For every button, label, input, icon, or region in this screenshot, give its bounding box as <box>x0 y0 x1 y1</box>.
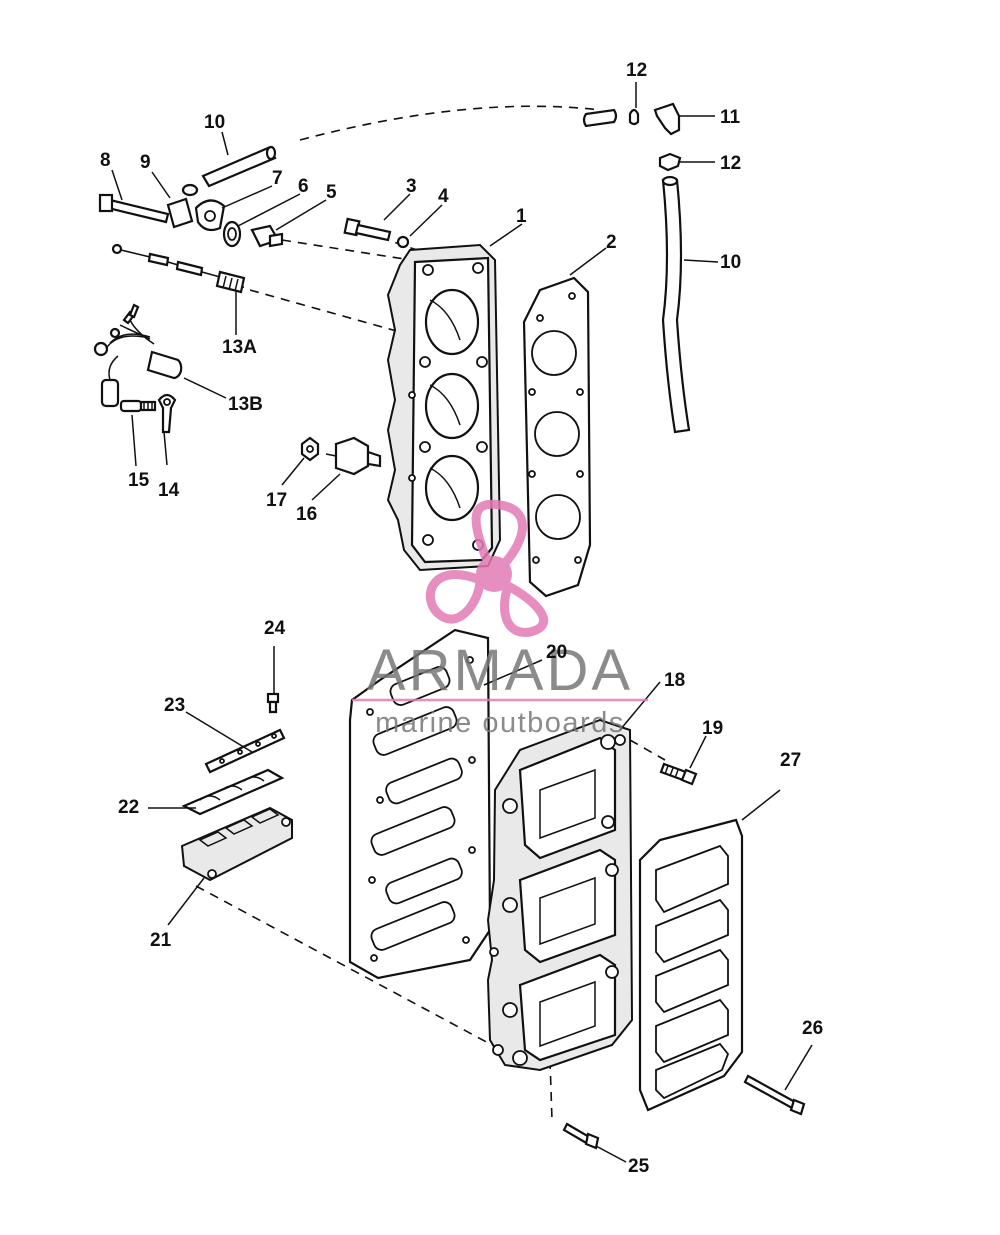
callout-6: 6 <box>298 176 309 197</box>
callout-16: 16 <box>296 504 317 525</box>
gasket-27 <box>638 818 744 1112</box>
fitting-assembly-left <box>98 183 284 248</box>
cylinder-head-1 <box>386 243 502 572</box>
hose-10-right-fittings <box>582 102 691 434</box>
callout-26: 26 <box>802 1018 823 1039</box>
callout-9: 9 <box>140 152 151 173</box>
callout-4: 4 <box>438 186 449 207</box>
bolt-19 <box>659 762 698 786</box>
reed-block-assembly <box>180 692 293 882</box>
watermark-logo: ARMADA marine outboards <box>352 499 648 739</box>
wire-harness-13b <box>93 303 183 408</box>
callout-1: 1 <box>516 206 527 227</box>
gasket-20 <box>348 628 492 980</box>
bolts-25-26 <box>562 1074 806 1150</box>
watermark-tagline: marine outboards <box>375 707 625 739</box>
callout-23: 23 <box>164 695 185 716</box>
callout-5: 5 <box>326 182 337 203</box>
callout-12-top: 12 <box>626 60 647 81</box>
callout-11: 11 <box>720 107 741 128</box>
callout-8: 8 <box>100 150 111 171</box>
callout-12-lower: 12 <box>720 153 741 174</box>
watermark-brand: ARMADA <box>367 638 633 703</box>
callout-27: 27 <box>780 750 801 771</box>
head-gasket-2 <box>522 276 592 598</box>
callout-14: 14 <box>158 480 180 501</box>
callout-25: 25 <box>628 1156 650 1177</box>
callout-10-left: 10 <box>204 112 225 133</box>
callout-24: 24 <box>264 618 286 639</box>
callout-13a: 13A <box>222 337 257 358</box>
sensor-16-nut-17 <box>300 436 382 476</box>
callout-7: 7 <box>272 168 283 189</box>
callout-20: 20 <box>546 642 567 663</box>
intake-manifold-18 <box>486 718 634 1072</box>
bolt-3-washer-4 <box>343 217 410 249</box>
callout-17: 17 <box>266 490 287 511</box>
callout-15: 15 <box>128 470 150 491</box>
sensor-13a-wire <box>111 243 246 294</box>
callout-3: 3 <box>406 176 417 197</box>
callout-numbers: 1 2 3 4 5 6 7 8 9 10 10 11 12 12 13A 13B… <box>100 60 823 1177</box>
hose-10-left <box>201 145 277 188</box>
callout-13b: 13B <box>228 394 263 415</box>
callout-2: 2 <box>606 232 617 253</box>
callout-22: 22 <box>118 797 139 818</box>
bolt-15-clip-14 <box>119 393 177 434</box>
callout-19: 19 <box>702 718 723 739</box>
callout-21: 21 <box>150 930 172 951</box>
callout-leaders <box>111 82 813 1163</box>
callout-18: 18 <box>664 670 685 691</box>
callout-10-right: 10 <box>720 252 741 273</box>
propeller-logo-icon <box>426 499 549 637</box>
